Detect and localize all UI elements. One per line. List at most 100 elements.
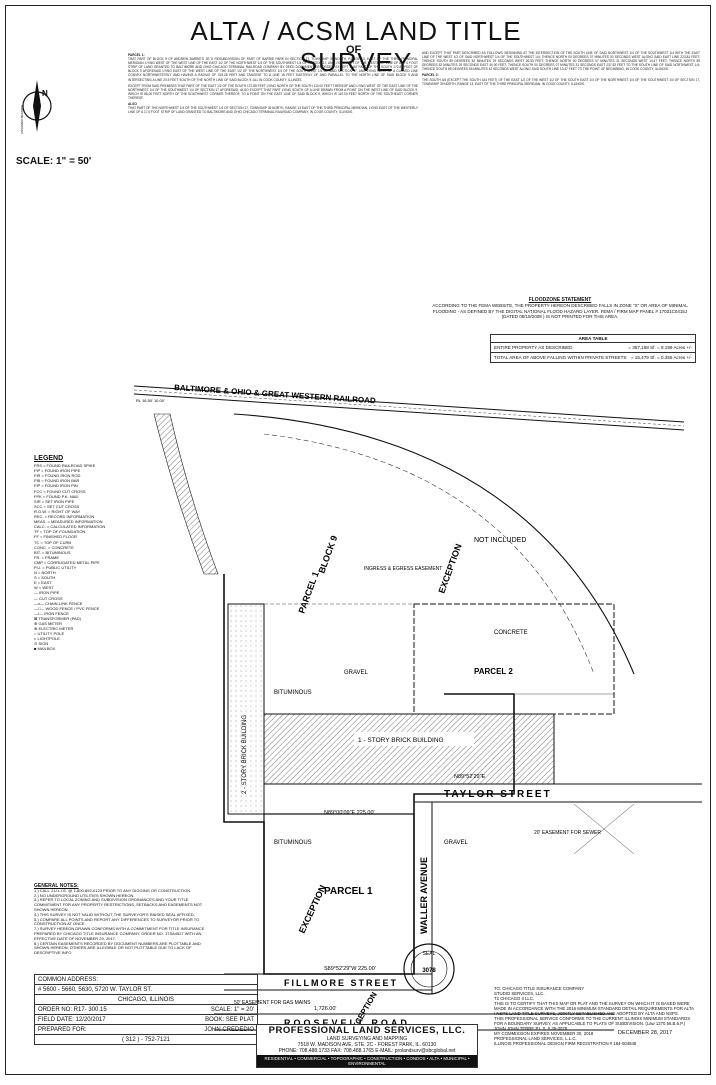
- legend-item: W = WEST: [34, 585, 54, 591]
- legend-item: —□— WOOD FENCE / PVC FENCE: [34, 605, 100, 611]
- railroad-tracks: BALTIMORE & OHIO & GREAT WESTERN RAILROA…: [133, 383, 685, 431]
- legend-item: CMP = CORRUGATED METAL PIPE: [34, 559, 100, 565]
- railroad-strip-hatch: [153, 413, 219, 575]
- rl-label: RL 16.50' 10.00': [136, 398, 165, 403]
- area-row-label: TOTAL AREA OF ABOVE FALLING WITHIN PRIVA…: [494, 355, 627, 360]
- railroad-label: BALTIMORE & OHIO & GREAT WESTERN RAILROA…: [174, 383, 376, 405]
- note-item: 1.) CALL J.U.L.I.E. @ 1-800-892-0123 PRI…: [34, 887, 192, 893]
- phone-row: ( 312 ) - 752-7121: [35, 1035, 257, 1044]
- easement-label: 50' EASEMENT FOR GAS MAINS: [234, 1000, 311, 1006]
- firm-phone: PHONE: 708.488.1733 FAX: 708.488.1765 E-…: [278, 1048, 456, 1054]
- prepared-for-phone: ( 312 ) - 752-7121: [121, 1036, 171, 1043]
- legend-item: FIP = FOUND IRON PIPE: [34, 468, 81, 474]
- prepared-for-name: JOHN CREDEDIO: [204, 1026, 254, 1033]
- legal-description-left: PARCEL 1: THAT PART OF BLOCK 9 OF ANDREW…: [128, 51, 418, 389]
- legend-item: REC. = RECORD INFORMATION: [34, 514, 95, 520]
- certificate-to: TO: CHICAGO TITLE INSURANCE COMPANY: [494, 986, 585, 991]
- seal-label: SEAL: [423, 951, 436, 957]
- area-row-value: = 15,479 Sf. = 0.355 Acres +/-: [630, 355, 692, 360]
- surface-label: BITUMINOUS: [274, 840, 312, 846]
- area-row-value: = 357,168 Sf. = 8.199 Acres +/-: [628, 345, 692, 350]
- legend-item: ⊕ GAS METER: [34, 621, 63, 626]
- legend-item: —I— IRON FENCE: [34, 610, 69, 616]
- common-address-value: # 5600 - 5660, 5630, 5720 W. TAYLOR ST.: [38, 986, 153, 993]
- floodzone-text: ACCORDING TO THE FEMA WEBSITE, THE PROPE…: [432, 303, 688, 319]
- also-heading: ALSO: [128, 102, 137, 107]
- note-item: 2.) NO UNDERGROUND UTILITIES SHOWN HEREO…: [34, 892, 135, 898]
- firm-name: PROFESSIONAL LAND SERVICES, LLC.: [268, 1025, 466, 1036]
- block-label: BLOCK 9: [316, 534, 339, 575]
- easement-label: 20' EASEMENT FOR SEWER: [534, 830, 601, 836]
- surface-label: GRAVEL: [344, 670, 369, 676]
- street-taylor: TAYLOR STREET: [444, 789, 552, 800]
- legend-item: CONC. = CONCRETE: [34, 544, 74, 550]
- north-label: N: [42, 89, 48, 98]
- prepared-for-label: PREPARED FOR:: [38, 1026, 87, 1033]
- legend-item: FIR = FOUND IRON ROD: [34, 473, 81, 479]
- street-fillmore: FILLMORE STREET: [284, 978, 398, 988]
- legend-item: R.O.W. = RIGHT OF WAY: [34, 508, 81, 514]
- note-item: 8.) CERTAIN EASEMENTS RECORDED BY DOCUME…: [34, 940, 201, 956]
- parcel1-upper-label: PARCEL 1: [296, 570, 320, 614]
- legend-item: SCC = SET CUT CROSS: [34, 503, 80, 509]
- surveyor-seal-icon: SEAL 3078: [403, 943, 455, 995]
- legend-item: FCC = FOUND CUT CROSS: [34, 488, 86, 494]
- parcel1-heading: PARCEL 1:: [128, 53, 145, 57]
- building-one-story-label: 1 - STORY BRICK BUILDING: [358, 737, 444, 744]
- certificate-standards: THIS PROFESSIONAL SERVICE CONFORMS TO TH…: [494, 1016, 691, 1026]
- seal-number: 3078: [422, 968, 436, 974]
- north-arrow-icon: N ASSUMED BEARING: [20, 80, 52, 134]
- firm-block: PROFESSIONAL LAND SERVICES, LLC. LAND SU…: [256, 1024, 478, 1068]
- legend-item: FF = FINISHED FLOOR: [34, 534, 78, 540]
- legend-item: TC = TOP OF CURB: [34, 539, 72, 545]
- area-table-title: AREA TABLE: [491, 335, 695, 343]
- not-included-label: NOT INCLUDED: [474, 537, 526, 544]
- parcel2-label: PARCEL 2: [474, 667, 513, 676]
- floodzone-title: FLOODZONE STATEMENT: [528, 297, 592, 303]
- legend-item: ○ UTILITY POLE: [34, 631, 65, 637]
- drawing-scale: SCALE: 1" = 20': [210, 1006, 254, 1013]
- parcel1-label: PARCEL 1: [324, 886, 373, 897]
- certificate-text: THIS IS TO CERTIFY THAT THIS MAP OR PLAT…: [494, 1001, 694, 1016]
- common-address-row: COMMON ADDRESS:: [35, 975, 257, 985]
- survey-title: ALTA / ACSM LAND TITLE SURVEY: [190, 16, 522, 77]
- parcel2-outline: [413, 603, 615, 715]
- exception-label: EXCEPTION: [297, 883, 328, 934]
- certificate-company: PROFESSIONAL LAND SERVICES, L.L.C.: [494, 1036, 577, 1041]
- legend-item: BIT. = BITUMINOUS: [34, 549, 71, 555]
- order-number: ORDER NO: R17- 300.15: [38, 1006, 107, 1013]
- legend-item: FIB = FOUND IRON BAR: [34, 478, 80, 484]
- note-item: 7.) SURVEY HEREON DRAWN CONFORMS WITH A …: [34, 926, 205, 941]
- building-two-story-label: 2 - STORY BRICK BUILDING: [242, 715, 248, 794]
- north-side-label: ASSUMED BEARING: [20, 104, 24, 134]
- legend-item: FR. = FRAME: [34, 554, 60, 560]
- legend-item: TF = TOP OF FOUNDATION: [34, 529, 86, 535]
- note-item: 4.) THIS SURVEY IS NOT VALID WITHOUT THE…: [34, 911, 195, 917]
- field-date-row: FIELD DATE: 12/20/2017 BOOK: SEE PLAT: [35, 1015, 257, 1025]
- survey-title-of: OF: [346, 44, 362, 56]
- legend-item: SIR = SET IRON PIPE: [34, 498, 75, 504]
- area-row: ENTIRE PROPERTY AS DESCRIBED = 357,168 S…: [491, 343, 695, 353]
- general-notes: GENERAL NOTES: 1.) CALL J.U.L.I.E. @ 1-8…: [34, 884, 210, 956]
- bearing-label: N89°00'09"E 225.00': [324, 810, 375, 816]
- city-value: CHICAGO, ILLINOIS: [117, 996, 174, 1003]
- surface-label: CONCRETE: [494, 630, 528, 636]
- legend-item: —x— CHAIN-LINK FENCE: [34, 600, 83, 606]
- surface-label: GRAVEL: [444, 840, 469, 846]
- legend-title: LEGEND: [34, 455, 64, 462]
- book-ref: BOOK: SEE PLAT: [205, 1016, 254, 1023]
- certificate-to2: STUDIO SERVICES, LLC.: [494, 991, 545, 996]
- right-legal-text: AND EXCEPT THAT PART DESCRIBED AS FOLLOW…: [422, 51, 700, 72]
- legend-item: E = EAST: [34, 580, 52, 586]
- legend-item: P.U. = PUBLIC UTILITY: [34, 564, 77, 570]
- parcel2-text: THE SOUTH 3/4 (EXCEPT THE SOUTH 424 FEET…: [422, 77, 700, 86]
- common-address-value-row: # 5600 - 5660, 5630, 5720 W. TAYLOR ST.: [35, 985, 257, 995]
- prepared-for-row: PREPARED FOR: JOHN CREDEDIO: [35, 1025, 257, 1035]
- legend-item: ⊙ SIGN: [34, 641, 49, 647]
- legend-item: — IRON PIPE: [34, 590, 60, 596]
- survey-sheet: ALTA / ACSM LAND TITLE SURVEY OF N ASSUM…: [5, 5, 711, 1075]
- street-waller: WALLER AVENUE: [419, 857, 429, 934]
- easement-label: INGRESS & EGRESS EASEMENT: [364, 566, 442, 572]
- survey-plan-drawing: BALTIMORE & OHIO & GREAT WESTERN RAILROA…: [133, 383, 702, 1034]
- block-curve-boundary: [233, 413, 635, 675]
